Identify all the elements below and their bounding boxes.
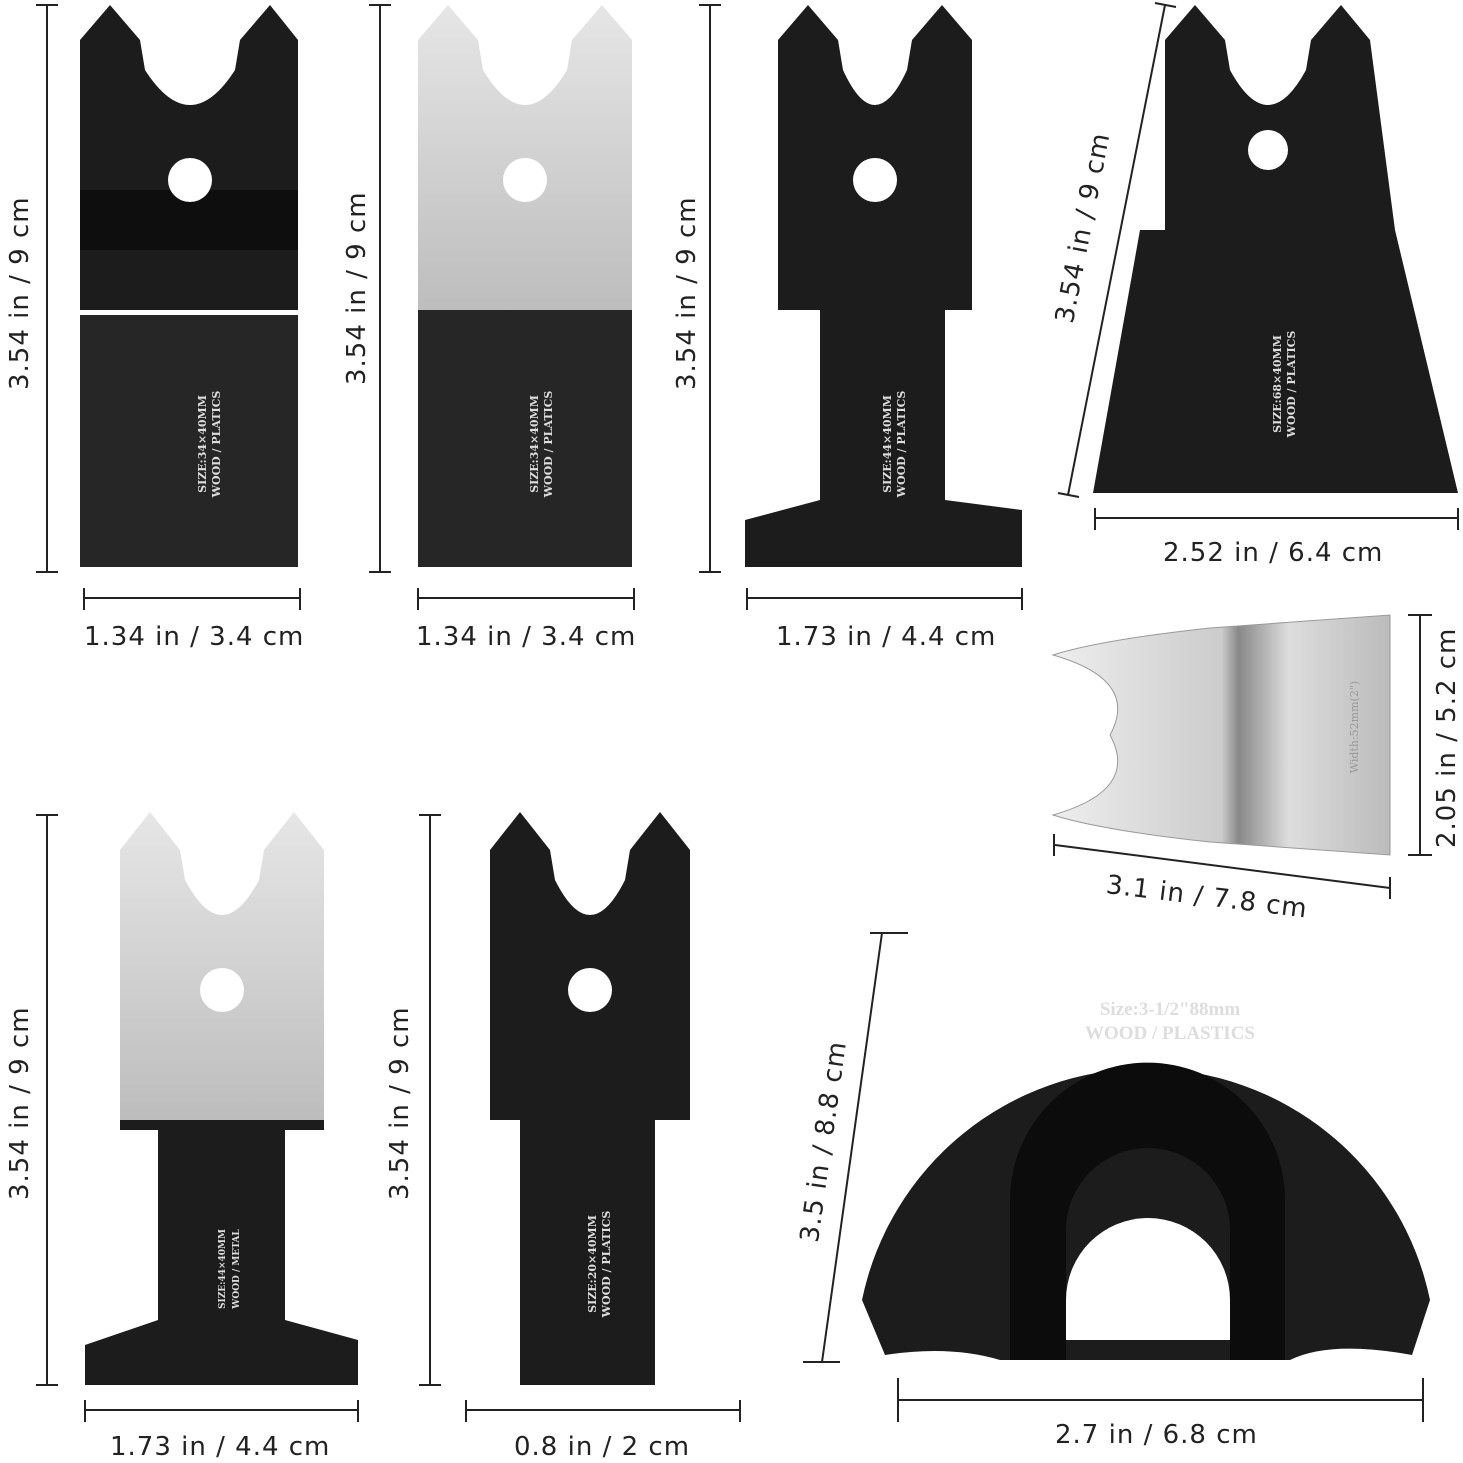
blade4-width-label: 2.52 in / 6.4 cm <box>1163 538 1384 568</box>
blade-1 <box>80 5 298 567</box>
blade7-height-label: 3.54 in / 9 cm <box>385 1006 415 1200</box>
blade-3 <box>745 5 1022 567</box>
blade2-width-label: 1.34 in / 3.4 cm <box>416 622 637 652</box>
dimension-lines <box>36 2 1459 1422</box>
blade3-height-label: 3.54 in / 9 cm <box>672 196 702 390</box>
blade-7 <box>490 812 690 1385</box>
segment-width-label: 2.7 in / 6.8 cm <box>1055 1420 1258 1450</box>
blade-6 <box>85 812 358 1385</box>
scraper-height-label: 2.05 in / 5.2 cm <box>1432 627 1462 848</box>
blade7-width-label: 0.8 in / 2 cm <box>514 1432 691 1462</box>
blade6-width-label: 1.73 in / 4.4 cm <box>110 1432 331 1462</box>
blade-4 <box>1093 5 1458 493</box>
blade2-height-label: 3.54 in / 9 cm <box>342 191 372 385</box>
blade1-width-label: 1.34 in / 3.4 cm <box>84 622 305 652</box>
segment-blade <box>862 1062 1430 1360</box>
scraper-label: Width:52mm(2") <box>1348 680 1361 774</box>
scraper-blade <box>1051 614 1391 856</box>
blade6-height-label: 3.54 in / 9 cm <box>5 1006 35 1200</box>
blade3-width-label: 1.73 in / 4.4 cm <box>776 622 997 652</box>
blade1-height-label: 3.54 in / 9 cm <box>5 196 35 390</box>
blade-2 <box>418 5 632 567</box>
